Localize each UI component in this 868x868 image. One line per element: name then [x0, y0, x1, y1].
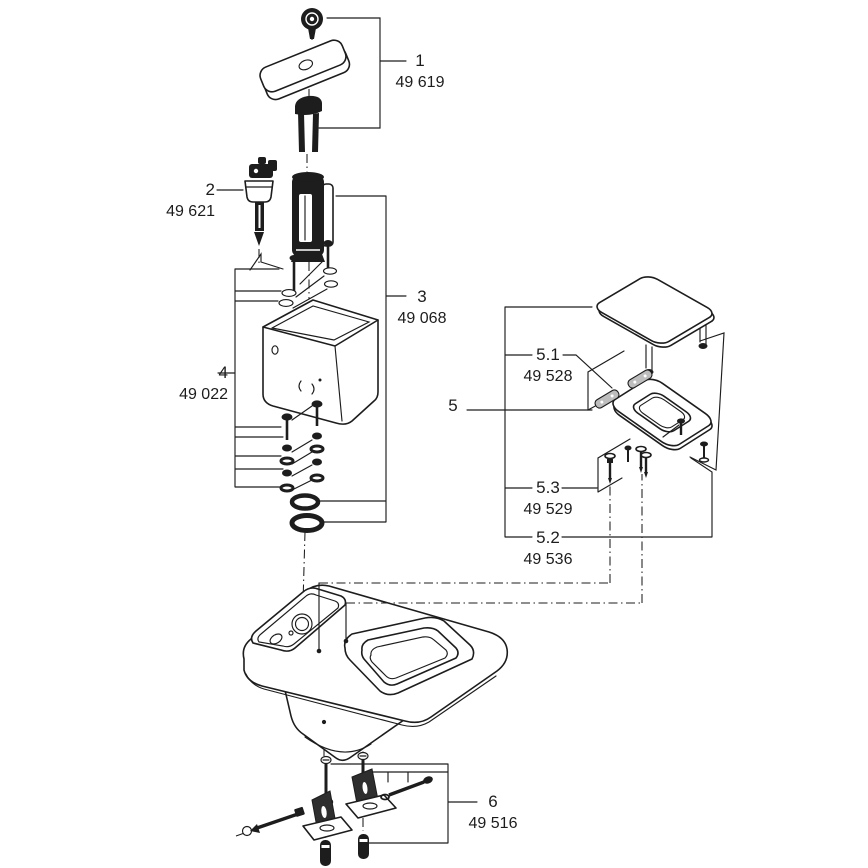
sealing-rings	[289, 493, 325, 533]
part-hinge-plates	[594, 369, 653, 409]
callout-6-code: 49 516	[468, 815, 518, 832]
callout-5-3-code: 49 529	[523, 501, 573, 518]
callout-3: 3 49 068	[392, 286, 452, 329]
callout-2-code: 49 621	[166, 203, 215, 220]
callout-5-2: 5.2 49 536	[518, 527, 578, 570]
part-cistern-tank	[262, 299, 379, 425]
part-flush-button	[301, 8, 323, 39]
callout-5: 5	[440, 395, 466, 417]
part-fill-valve	[244, 157, 284, 271]
callout-2-number: 2	[205, 180, 215, 199]
callout-3-number: 3	[417, 287, 427, 306]
callout-1-code: 49 619	[395, 74, 445, 91]
callout-3-code: 49 068	[397, 310, 447, 327]
callout-4-number: 4	[218, 363, 228, 382]
cistern-top-fixing-screws	[278, 240, 339, 309]
callout-6: 6 49 516	[463, 791, 523, 834]
cistern-bottom-fixing-set	[279, 400, 325, 493]
callout-5-3: 5.3 49 529	[518, 477, 578, 520]
callout-5-2-code: 49 536	[523, 551, 573, 568]
part-seat-ring	[608, 376, 717, 453]
callout-5-2-number: 5.2	[536, 528, 560, 547]
callout-5-1: 5.1 49 528	[518, 344, 578, 387]
callout-5-number: 5	[448, 396, 458, 415]
callout-1: 1 49 619	[390, 50, 450, 93]
seat-fixing-hardware	[604, 418, 710, 484]
part-seat-lid	[592, 274, 719, 350]
callout-4-code: 49 022	[179, 386, 228, 403]
callout-5-1-number: 5.1	[536, 345, 560, 364]
callout-leader-lines	[216, 17, 713, 844]
seat-lid-hinge-pins	[645, 317, 707, 371]
seat-position-connectors	[318, 474, 643, 652]
callout-5-1-code: 49 528	[523, 368, 573, 385]
callout-2: 2 49 621	[143, 179, 215, 222]
callout-5-3-number: 5.3	[536, 478, 560, 497]
hinge-pin-tips	[644, 343, 708, 375]
part-cover-plate	[259, 39, 351, 101]
part-flush-valve-cartridge	[291, 172, 334, 262]
callout-4: 4 49 022	[156, 362, 228, 405]
part-floor-fixing-set	[241, 751, 433, 866]
callout-6-number: 6	[488, 792, 498, 811]
callout-1-number: 1	[415, 51, 425, 70]
part-actuator-rod	[295, 95, 322, 152]
toilet-bowl	[242, 584, 509, 762]
